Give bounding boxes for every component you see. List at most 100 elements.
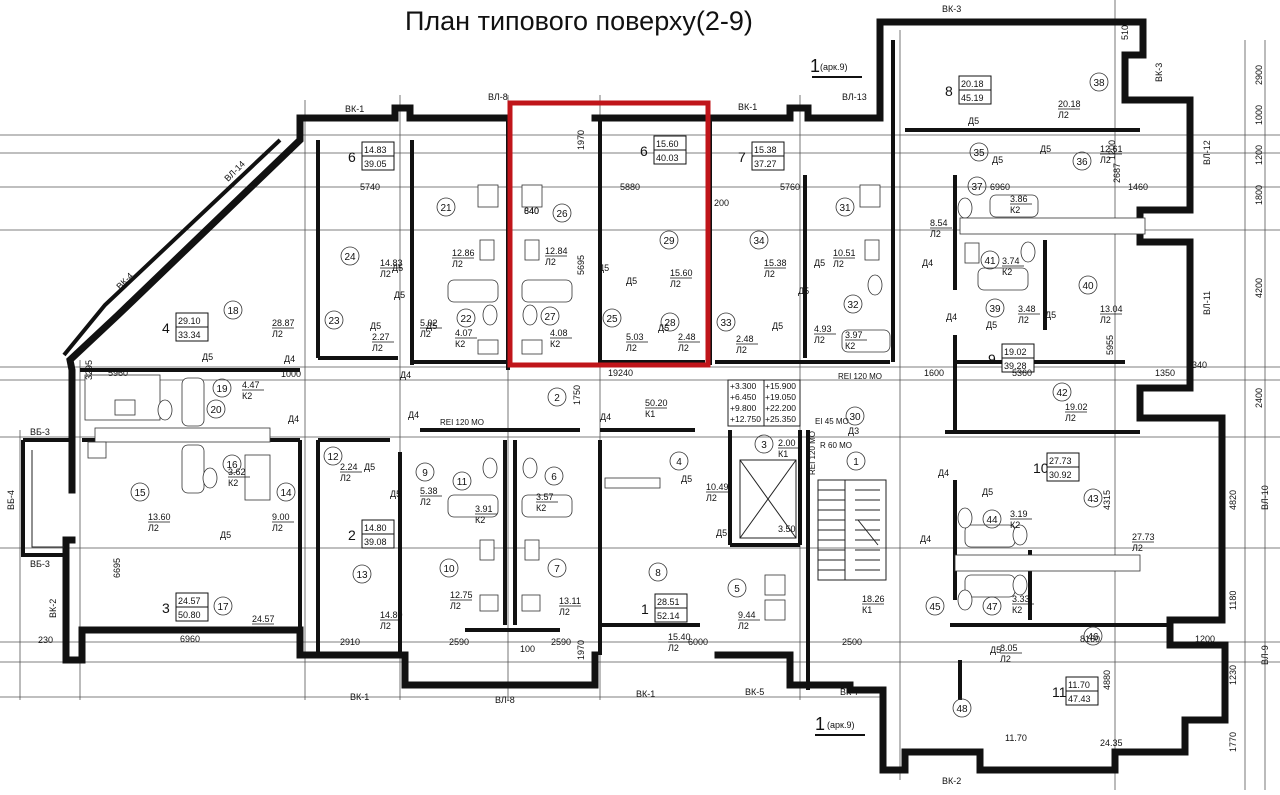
door-label: Д4 — [938, 468, 949, 478]
svg-text:ВБ-3: ВБ-3 — [30, 559, 50, 569]
room-area: 4.47 — [242, 380, 260, 390]
room-number-text: 33 — [720, 318, 732, 329]
room-number-text: 13 — [356, 570, 368, 581]
room-number-text: 32 — [847, 300, 859, 311]
room-category: К2 — [1010, 205, 1020, 215]
room-category: Л2 — [814, 335, 825, 345]
section-marker-bottom: 1 (арк.9) — [815, 714, 865, 736]
room-category: Л2 — [930, 229, 941, 239]
room-number: 46 — [1083, 626, 1103, 646]
dimension-label: 1770 — [1228, 732, 1238, 752]
room-category: Л2 — [272, 523, 283, 533]
room-number-text: 47 — [986, 602, 998, 613]
room-category: Л2 — [452, 259, 463, 269]
dimension-label: 340 — [1192, 360, 1207, 370]
room-category: Л2 — [1065, 413, 1076, 423]
apartment-living-area: 24.57 — [178, 596, 201, 606]
room-category: Л2 — [1132, 543, 1143, 553]
room-number: 29 — [659, 230, 679, 250]
room-area: 4.07 — [455, 328, 473, 338]
dimension-label: 5740 — [360, 182, 380, 192]
apartment-number: 6 — [640, 143, 648, 159]
room-category: Л2 — [420, 329, 431, 339]
room-number-text: 12 — [327, 452, 339, 463]
room-area: 27.73 — [1132, 532, 1155, 542]
dimension-label: 1000 — [281, 369, 301, 379]
room-category: Л2 — [1100, 155, 1111, 165]
dimension-label: 1180 — [1228, 591, 1238, 610]
door-label: Д5 — [426, 321, 437, 331]
dimension-label: 1600 — [924, 368, 944, 378]
room-number: 33 — [716, 312, 736, 332]
room-area: 8.05 — [1000, 643, 1018, 653]
room-category: Л2 — [1018, 315, 1029, 325]
room-number-text: 18 — [227, 306, 239, 317]
dimension-label: 1970 — [576, 640, 586, 660]
room-area: 9.44 — [738, 610, 756, 620]
room-number-text: 4 — [676, 457, 682, 468]
dimension-label: 19240 — [608, 368, 633, 378]
door-label: Д4 — [920, 534, 931, 544]
dimension-label: 4200 — [1254, 278, 1264, 298]
room-number: 24 — [340, 246, 360, 266]
door-label: Д5 — [390, 489, 401, 499]
room-area: 8.54 — [930, 218, 948, 228]
dimension-label: 2910 — [340, 637, 360, 647]
room-number: 40 — [1078, 275, 1098, 295]
dimension-label: 5880 — [620, 182, 640, 192]
apartment-total-area: 47.43 — [1068, 694, 1091, 704]
room-number: 12 — [323, 446, 343, 466]
dimension-label: 5695 — [576, 255, 586, 275]
apartment-total-area: 39.28 — [1004, 361, 1027, 371]
room-number: 48 — [952, 698, 972, 718]
apartment-number: 2 — [348, 527, 356, 543]
dimension-label: 1460 — [1128, 182, 1148, 192]
svg-text:+25.350: +25.350 — [765, 414, 796, 424]
apartment-number: 7 — [738, 149, 746, 165]
svg-text:ВЛ-8: ВЛ-8 — [495, 695, 515, 705]
room-number: 45 — [925, 596, 945, 616]
outer-walls — [21, 18, 1229, 774]
dimension-label: 5360 — [1012, 368, 1032, 378]
room-number-text: 3 — [761, 440, 767, 451]
door-label: Д5 — [1045, 310, 1056, 320]
door-label: Д4 — [922, 258, 933, 268]
room-category: К1 — [778, 449, 788, 459]
door-label: Д5 — [364, 462, 375, 472]
apartment-number: 4 — [162, 320, 170, 336]
room-area-label: 11.70 — [1005, 733, 1027, 743]
room-category: Л2 — [272, 329, 283, 339]
room-area: 3.91 — [475, 504, 493, 514]
room-category: Л2 — [626, 343, 637, 353]
dimension-label: 1750 — [572, 385, 582, 405]
room-number-text: 19 — [216, 384, 228, 395]
room-number-text: 10 — [443, 564, 455, 575]
room-area: 3.57 — [536, 492, 554, 502]
room-area: 20.18 — [1058, 99, 1081, 109]
room-number-text: 44 — [986, 515, 998, 526]
apartment-living-area: 15.60 — [656, 139, 679, 149]
apartment-total-area: 37.27 — [754, 159, 777, 169]
apartment-total-area: 52.14 — [657, 611, 680, 621]
room-number-text: 5 — [734, 584, 740, 595]
room-category: Л2 — [1058, 110, 1069, 120]
room-number: 17 — [213, 596, 233, 616]
door-label: Д5 — [716, 528, 727, 538]
room-area: 5.02 — [420, 318, 438, 328]
room-number-text: 1 — [853, 457, 859, 468]
room-number: 14 — [276, 482, 296, 502]
apartment-total-area: 50.80 — [178, 610, 201, 620]
room-category: Л2 — [420, 497, 431, 507]
